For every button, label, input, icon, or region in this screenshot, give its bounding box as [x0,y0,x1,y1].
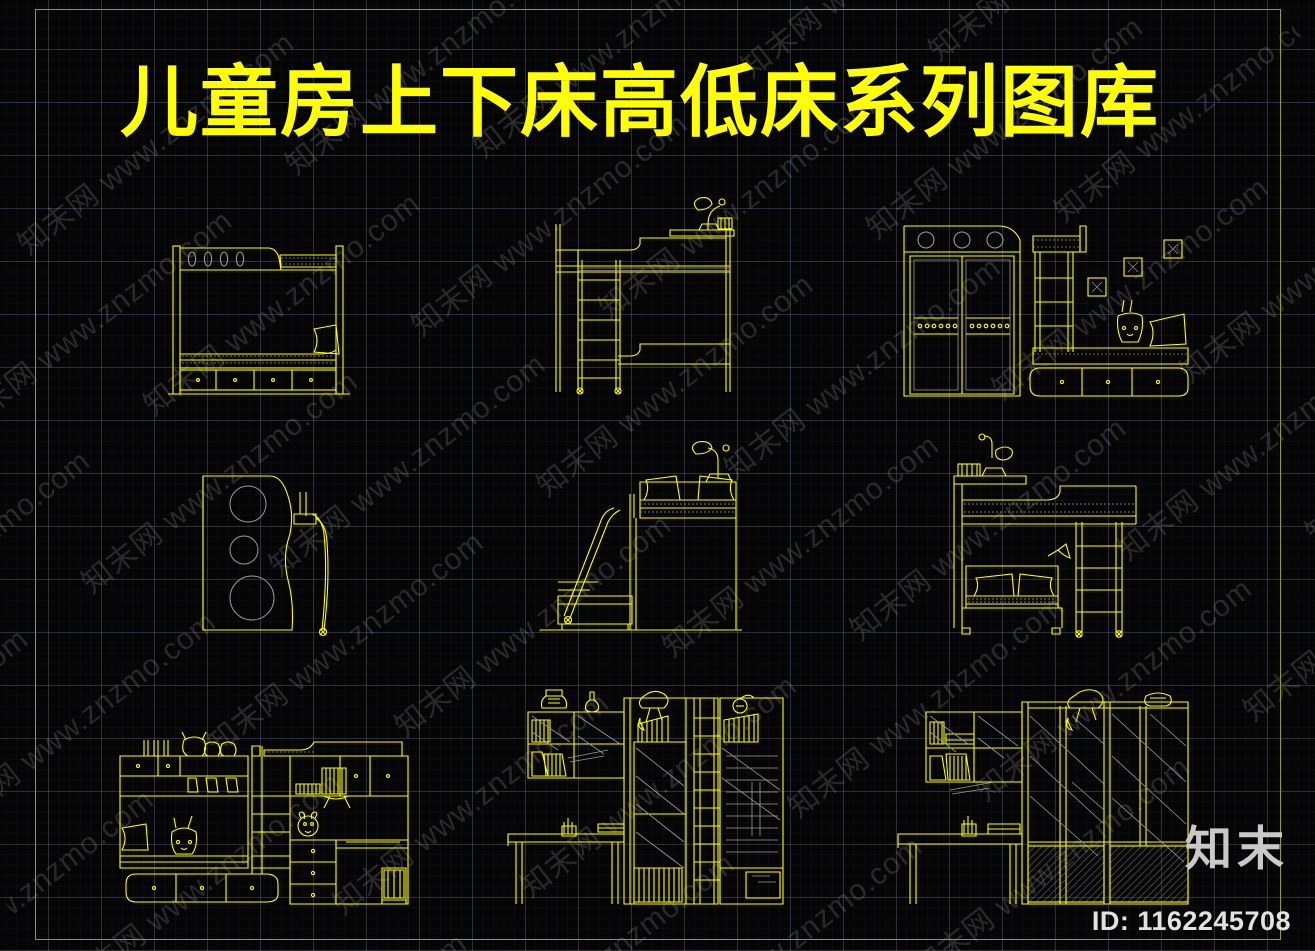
drawing-stair-loft-bed-with-pillows[interactable] [540,438,742,638]
watermark-text: 知末网 www.znzmo.com [336,0,631,5]
drawing-loft-bed-bookshelf-wardrobe-desk[interactable] [507,686,784,908]
drawing-border-frame [35,9,1281,940]
drawing-loft-bed-glass-wardrobe-desk[interactable] [897,686,1189,908]
watermark-text: 知末网 www.znzmo.com [0,622,35,858]
site-logo: 知末 [1185,822,1289,877]
page-title: 儿童房上下床高低床系列图库 [120,58,1161,148]
drawing-bunk-bed-storage-wall-unit[interactable] [118,728,410,908]
watermark-text: 知末网 www.znzmo.com [1299,314,1315,551]
drawing-id-label: ID: 1162245708 [1091,906,1291,936]
drawing-loft-bed-with-ladder-and-desk-lamp[interactable] [548,188,760,400]
drawing-bed-side-panel-with-portholes[interactable] [200,452,362,652]
watermark-text: 知末网 www.znzmo.com [1310,0,1315,150]
drawing-bunk-bed-with-wardrobe-cabinet[interactable] [900,218,1190,403]
drawing-bunk-bed-with-guardrail[interactable] [168,242,358,400]
drawing-twin-loft-bed-with-ladder[interactable] [940,433,1150,638]
